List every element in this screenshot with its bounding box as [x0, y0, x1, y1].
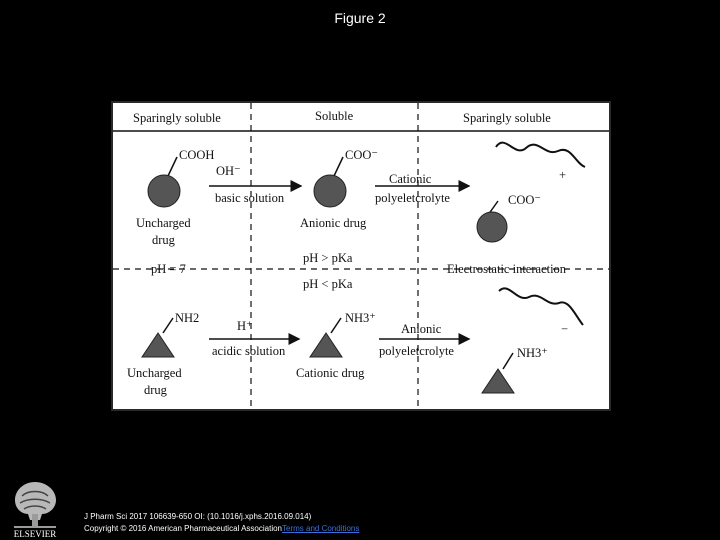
uncharged-base-drug-triangle [141, 332, 175, 358]
cationic-polymer-label-1: Cationic [389, 172, 432, 186]
ammonium-bond [330, 317, 342, 334]
complex-ammonium-label: NH3⁺ [517, 346, 548, 360]
terms-and-conditions-link[interactable]: Terms and Conditions [282, 524, 360, 533]
cationic-drug-triangle [309, 332, 343, 358]
cationic-polymer-chain [495, 141, 586, 168]
anionic-drug-label: Anionic drug [300, 216, 367, 230]
amine-group-label: NH2 [175, 311, 199, 325]
uncharged-base-label-1: Uncharged [127, 366, 182, 380]
citation-doi: J Pharm Sci 2017 106639-650 OI: (10.1016… [84, 512, 312, 521]
uncharged-acid-label-1: Uncharged [136, 216, 191, 230]
neutral-ph-label: pH = 7 [151, 262, 186, 276]
ph-above-pka-label: pH > pKa [303, 251, 353, 265]
anion-bond [333, 156, 344, 177]
elsevier-logo: ELSEVIER [6, 476, 64, 540]
anionic-polymer-label-2: polyeletcrolyte [379, 344, 454, 358]
uncharged-base-label-2: drug [144, 383, 168, 397]
ammonium-label: NH3⁺ [345, 311, 376, 325]
acid-group-label: COOH [179, 148, 214, 162]
complexed-anionic-drug-circle [476, 211, 508, 243]
slide-title: Figure 2 [334, 10, 386, 26]
figure-panel: Sparingly soluble Soluble Sparingly solu… [111, 101, 611, 411]
electrostatic-interaction-label: Electrostatic interaction [447, 262, 567, 276]
complex-ammonium-bond [502, 352, 514, 370]
anionic-polymer-label-1: Anionic [401, 322, 442, 336]
uncharged-acid-label-2: drug [152, 233, 176, 247]
header-right: Sparingly soluble [463, 111, 551, 125]
citation-block: J Pharm Sci 2017 106639-650 OI: (10.1016… [84, 511, 359, 535]
carboxylate-label: COO⁻ [345, 148, 378, 162]
elsevier-logo-text: ELSEVIER [14, 529, 57, 539]
anionic-polymer-chain [498, 287, 584, 326]
complex-carboxylate-label: COO⁻ [508, 193, 541, 207]
basic-solution-label: basic solution [215, 191, 285, 205]
base-reagent-label: OH⁻ [216, 164, 241, 178]
ph-below-pka-label: pH < pKa [303, 277, 353, 291]
mechanism-diagram: Sparingly soluble Soluble Sparingly solu… [113, 103, 609, 409]
acid-reagent-label: H⁺ [237, 319, 253, 333]
cationic-drug-label: Cationic drug [296, 366, 365, 380]
uncharged-acid-drug-circle [147, 174, 181, 208]
amine-bond [162, 317, 174, 334]
header-left: Sparingly soluble [133, 111, 221, 125]
polymer-negative-charge: − [561, 322, 568, 336]
cationic-polymer-label-2: polyeletcrolyte [375, 191, 450, 205]
acidic-solution-label: acidic solution [212, 344, 286, 358]
anionic-drug-circle [313, 174, 347, 208]
copyright-text: Copyright © 2016 American Pharmaceutical… [84, 524, 282, 533]
polymer-positive-charge: + [559, 168, 566, 182]
complexed-cationic-drug-triangle [481, 368, 515, 394]
header-middle: Soluble [315, 109, 354, 123]
copyright-line: Copyright © 2016 American Pharmaceutical… [84, 523, 359, 535]
acid-bond [167, 156, 178, 177]
